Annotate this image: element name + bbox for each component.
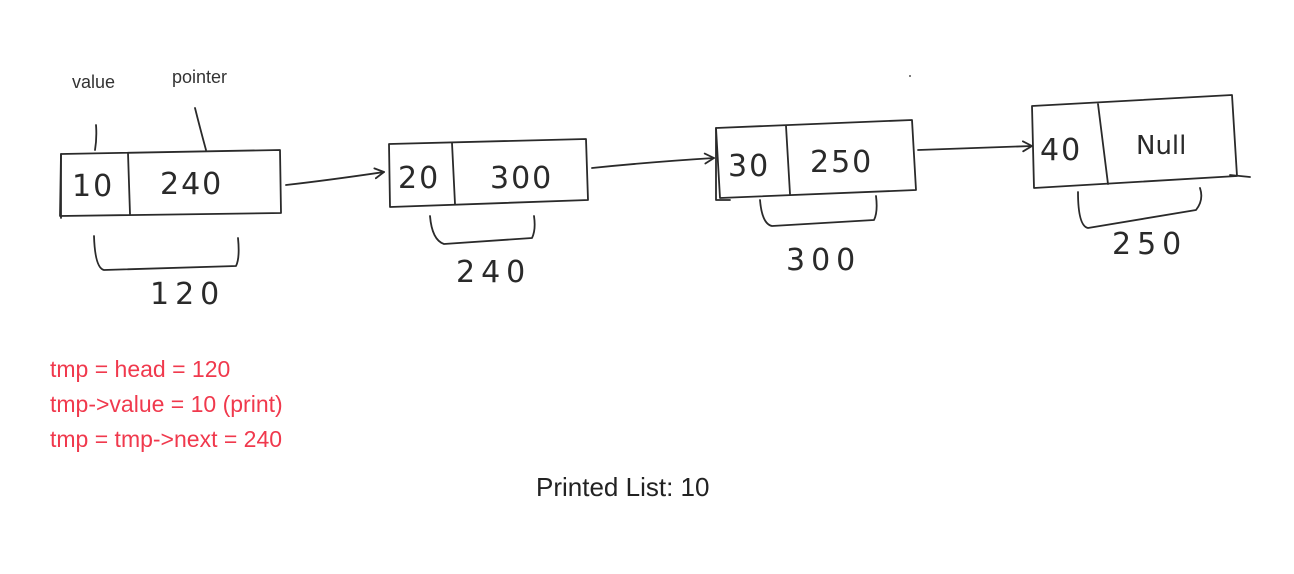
- node-4-address: 250: [1112, 227, 1187, 262]
- node-2: 20 300 240: [388, 138, 589, 290]
- arrow-node1-to-node2: [285, 167, 385, 186]
- arrow-node2-to-node3: [591, 152, 715, 169]
- trace-steps: tmp = head = 120 tmp->value = 10 (print)…: [50, 352, 283, 457]
- arrow-node3-to-node4: [917, 140, 1033, 153]
- node-3-divider: [785, 125, 791, 195]
- node-1: 10 240 120: [59, 149, 282, 312]
- node-1-pointer: 240: [160, 167, 223, 202]
- node-3-address-brace: [759, 195, 878, 227]
- node-4: 40 Null 250: [1031, 94, 1251, 262]
- node-4-pointer: Null: [1136, 131, 1186, 161]
- trace-step-3: tmp = tmp->next = 240: [50, 426, 283, 452]
- node-2-address: 240: [456, 255, 531, 290]
- value-label: value: [72, 72, 115, 92]
- pointer-label-tick: [194, 107, 207, 151]
- node-1-divider: [127, 152, 131, 215]
- node-2-pointer: 300: [490, 161, 553, 196]
- node-3-pointer: 250: [810, 145, 873, 180]
- node-2-value: 20: [398, 161, 440, 196]
- trace-step-1: tmp = head = 120: [50, 356, 231, 382]
- node-1-address: 120: [150, 277, 225, 312]
- node-3: 30 250 300: [715, 119, 917, 278]
- node-2-divider: [451, 142, 456, 205]
- node-2-box: [388, 138, 589, 208]
- node-4-corner-extension: [1229, 174, 1251, 178]
- node-3-address: 300: [786, 243, 861, 278]
- node-1-address-brace: [93, 235, 240, 271]
- node-1-value: 10: [72, 169, 114, 204]
- value-label-tick: [94, 124, 98, 151]
- node-2-address-brace: [429, 215, 536, 245]
- pointer-label: pointer: [172, 67, 227, 87]
- node-3-value: 30: [728, 149, 770, 184]
- stray-dot: [909, 75, 911, 77]
- printed-list-text: Printed List: 10: [536, 472, 710, 502]
- node-4-address-brace: [1077, 187, 1203, 229]
- node-3-box: [715, 119, 917, 199]
- trace-step-2: tmp->value = 10 (print): [50, 391, 283, 417]
- node-4-value: 40: [1040, 133, 1082, 168]
- node-4-divider: [1097, 103, 1109, 185]
- node-3-left-edge: [715, 127, 731, 201]
